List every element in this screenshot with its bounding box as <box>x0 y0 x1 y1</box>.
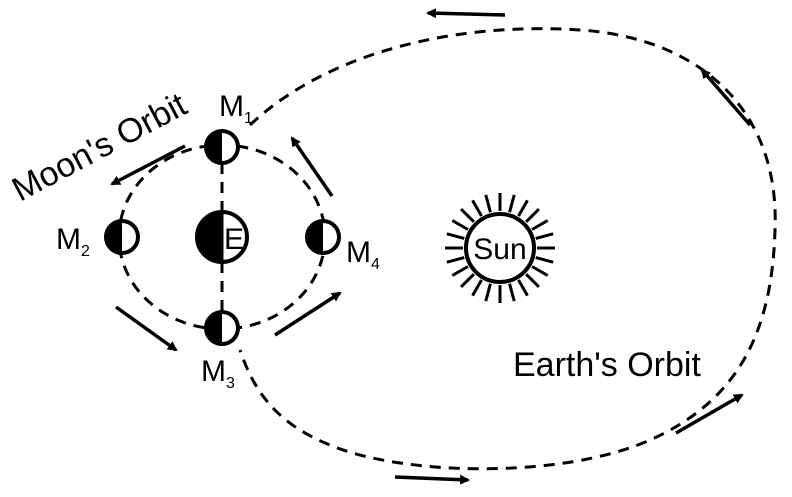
sun-ray <box>460 208 475 223</box>
sun-ray <box>508 283 516 302</box>
moon-m1-label: M1 <box>219 90 253 127</box>
sun-ray <box>451 219 469 231</box>
earth-orbit-arrow-lower-right <box>675 393 744 435</box>
moons-orbit-label: Moon's Orbit <box>6 85 194 209</box>
moon-m3-label: M3 <box>201 355 235 392</box>
sun-label: Sun <box>473 233 526 266</box>
sun-ray <box>535 256 554 264</box>
earths-orbit-label: Earth's Orbit <box>513 346 701 384</box>
sun-ray <box>508 194 516 213</box>
sun-ray <box>460 273 475 288</box>
earth-orbit-arrow-top <box>426 8 506 19</box>
moon-orbit-arrow-lower-left <box>114 305 178 352</box>
sun-ray <box>517 279 529 297</box>
sun-ray <box>531 265 549 277</box>
moon-orbit-arrow-upper-right <box>290 136 334 197</box>
moon-orbit-arrow-upper-left <box>110 144 186 186</box>
earth-orbit-arrow-right <box>700 68 752 127</box>
earth-icon <box>195 210 249 264</box>
moon-m2-label: M2 <box>56 223 90 260</box>
moon-m3-icon <box>204 310 240 346</box>
sun-ray <box>451 265 469 277</box>
moon-m4-label: M4 <box>346 236 380 273</box>
sun-ray <box>446 232 465 240</box>
sun-ray <box>484 283 492 302</box>
sun-ray <box>535 232 554 240</box>
earths-orbit-path <box>238 27 777 471</box>
moon-orbit-arrow-lower-right <box>274 291 342 337</box>
sun-icon <box>445 193 555 303</box>
sun-ray <box>531 219 549 231</box>
moon-m2-icon <box>104 219 140 255</box>
sun-ray <box>471 279 483 297</box>
earth-label: E <box>224 223 244 256</box>
earth-orbit-arrow-bottom <box>394 474 470 485</box>
sun-ray <box>484 194 492 213</box>
sun-ray <box>525 273 540 288</box>
sun-ray <box>517 199 529 217</box>
sun-ray <box>446 256 465 264</box>
moon-m4-icon <box>305 219 341 255</box>
sun-ray <box>471 199 483 217</box>
moon-m1-icon <box>204 129 240 165</box>
sun-ray <box>525 208 540 223</box>
